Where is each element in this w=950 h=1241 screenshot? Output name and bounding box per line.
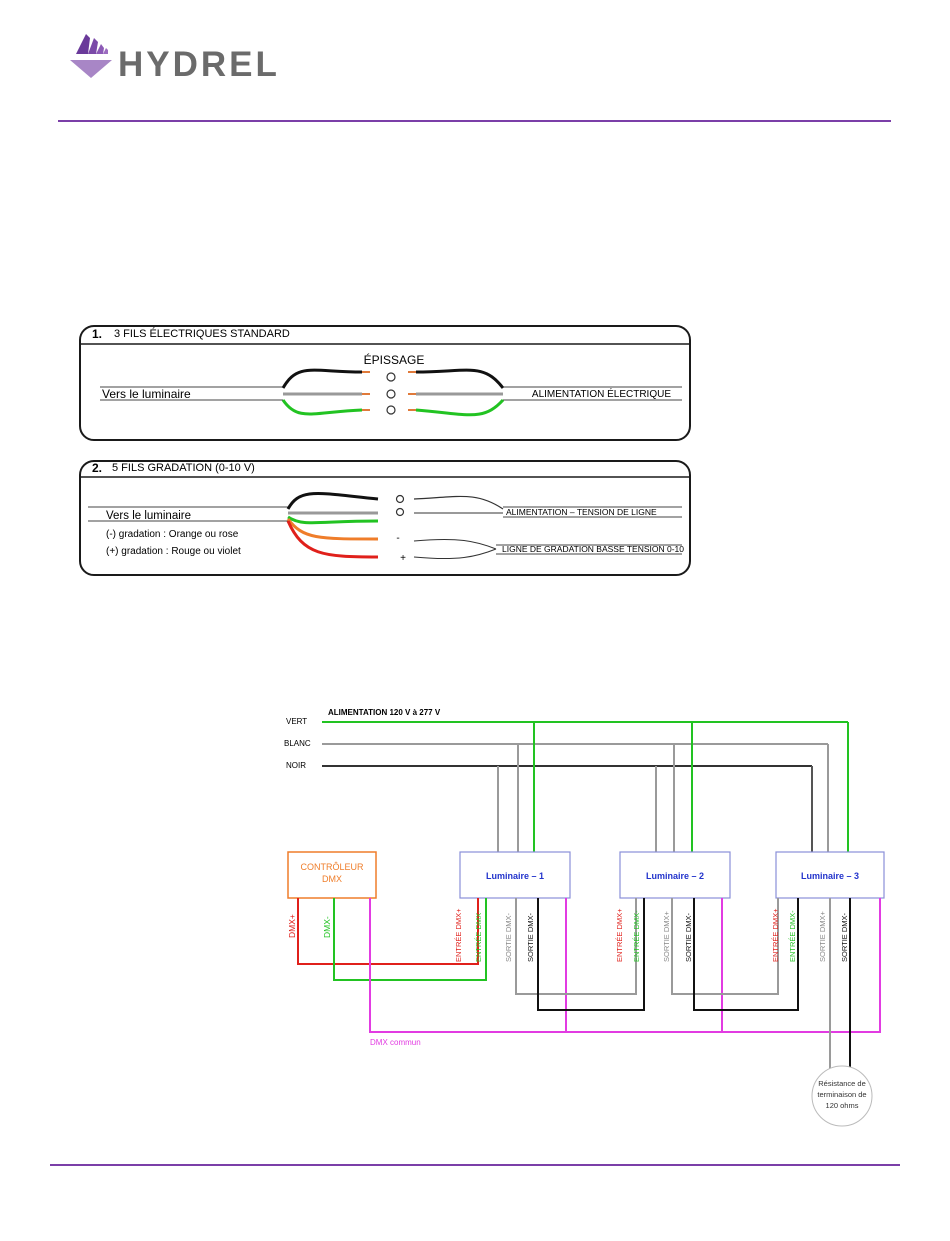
resistor-line3: 120 ohms xyxy=(826,1101,859,1110)
luminaire-1-box xyxy=(459,851,571,899)
three-wire-diagram: 1. 3 FILS ÉLECTRIQUES STANDARD ÉPISSAGE … xyxy=(79,325,691,441)
luminaire-2-box xyxy=(619,851,731,899)
to-luminaire-label: Vers le luminaire xyxy=(106,510,191,522)
black-wire-left xyxy=(286,491,379,510)
controller-line1: CONTRÔLEUR xyxy=(300,862,364,872)
vert-label: VERT xyxy=(286,717,307,726)
footer-rule xyxy=(50,1164,900,1166)
noir-label: NOIR xyxy=(286,761,306,770)
orange-wire-left xyxy=(286,518,379,541)
luminaire-2-label: Luminaire – 2 xyxy=(646,871,704,881)
line-wire-right xyxy=(413,495,504,510)
logo-mark xyxy=(70,34,112,78)
supply-drops xyxy=(497,722,849,852)
dmx-controller-box xyxy=(287,851,377,899)
luminaire-3-label: Luminaire – 3 xyxy=(801,871,859,881)
blanc-label: BLANC xyxy=(284,739,311,748)
diagram-title: 5 FILS GRADATION (0-10 V) xyxy=(112,462,255,474)
negative-dim-label: (-) gradation : Orange ou rose xyxy=(106,529,239,540)
to-luminaire-label: Vers le luminaire xyxy=(102,387,191,401)
dmx-wiring-diagram: ALIMENTATION 120 V à 277 V VERT BLANC NO… xyxy=(284,708,885,1127)
luminaire-3-box xyxy=(775,851,885,899)
lum1-in-minus: ENTRÉE DMX- xyxy=(474,910,483,962)
low-voltage-label: LIGNE DE GRADATION BASSE TENSION 0-10 xyxy=(502,544,684,554)
lum2-out-minus: SORTIE DMX- xyxy=(684,912,693,962)
lum2-out-plus: SORTIE DMX+ xyxy=(662,910,671,962)
green-wire-left xyxy=(287,515,379,525)
diagram-number: 2. xyxy=(92,461,102,475)
luminaire-boxes: Luminaire – 1 Luminaire – 2 Luminaire – … xyxy=(459,851,885,899)
left-wire-tips xyxy=(362,371,370,411)
lum2-in-minus: ENTRÉE DMX- xyxy=(632,910,641,962)
resistor-line2: terminaison de xyxy=(817,1090,866,1099)
port-labels: ENTRÉE DMX+ ENTRÉE DMX- SORTIE DMX- SORT… xyxy=(454,908,849,962)
diagram-frame xyxy=(79,460,691,576)
chain-1-2-minus xyxy=(515,898,637,995)
red-wire-left xyxy=(286,520,379,559)
ctrl-dmx-plus-label: DMX+ xyxy=(287,914,297,938)
resistor-line1: Résistance de xyxy=(818,1079,866,1088)
lum3-in-minus: ENTRÉE DMX- xyxy=(788,910,797,962)
dmx-plus-wire xyxy=(297,898,479,965)
right-wire-tips xyxy=(408,371,416,411)
dmx-common-wire xyxy=(369,898,881,1033)
ctrl-dmx-minus-label: DMX- xyxy=(322,916,332,938)
dim-wire-neg xyxy=(413,538,497,550)
lum1-out-minus: SORTIE DMX- xyxy=(504,912,513,962)
plus-sign: + xyxy=(400,553,406,564)
diagram-title: 3 FILS ÉLECTRIQUES STANDARD xyxy=(114,327,290,340)
diagram-number: 1. xyxy=(92,327,102,341)
lum2-in-plus: ENTRÉE DMX+ xyxy=(615,908,624,962)
logo-wordmark: HYDREL xyxy=(118,45,280,84)
chain-2-3-plus xyxy=(693,898,799,1011)
lum3-out-plus: SORTIE DMX+ xyxy=(818,910,827,962)
chain-1-2-plus xyxy=(537,898,645,1011)
five-wire-dimming-diagram: 2. 5 FILS GRADATION (0-10 V) Vers le lum… xyxy=(79,460,691,576)
splice-connectors xyxy=(395,494,405,517)
diagram-frame xyxy=(79,325,691,441)
chain-2-3-minus xyxy=(671,898,779,995)
termination-resistor xyxy=(811,1065,873,1127)
lum1-in-plus: ENTRÉE DMX+ xyxy=(454,908,463,962)
splice-connectors xyxy=(386,372,396,415)
line-voltage-label: ALIMENTATION – TENSION DE LIGNE xyxy=(506,507,657,517)
minus-sign: - xyxy=(396,533,399,544)
header-rule xyxy=(58,120,891,122)
black-wire-left xyxy=(281,368,363,389)
lum3-in-plus: ENTRÉE DMX+ xyxy=(771,908,780,962)
splice-label: ÉPISSAGE xyxy=(364,352,425,367)
luminaire-1-label: Luminaire – 1 xyxy=(486,871,544,881)
dim-wire-pos xyxy=(413,548,497,560)
positive-dim-label: (+) gradation : Rouge ou violet xyxy=(106,546,241,557)
black-wire-right xyxy=(415,368,505,389)
lum3-out-minus: SORTIE DMX- xyxy=(840,912,849,962)
dmx-common-label: DMX commun xyxy=(370,1038,421,1047)
controller-line2: DMX xyxy=(322,874,342,884)
power-title: ALIMENTATION 120 V à 277 V xyxy=(328,708,441,717)
green-wire-right xyxy=(415,398,505,417)
dmx-minus-wire xyxy=(333,898,487,981)
lum1-out-bold: SORTIE DMX- xyxy=(526,912,535,962)
green-wire-left xyxy=(281,399,363,416)
power-label: ALIMENTATION ÉLECTRIQUE xyxy=(532,387,671,400)
hydrel-logo: HYDREL xyxy=(70,34,280,84)
